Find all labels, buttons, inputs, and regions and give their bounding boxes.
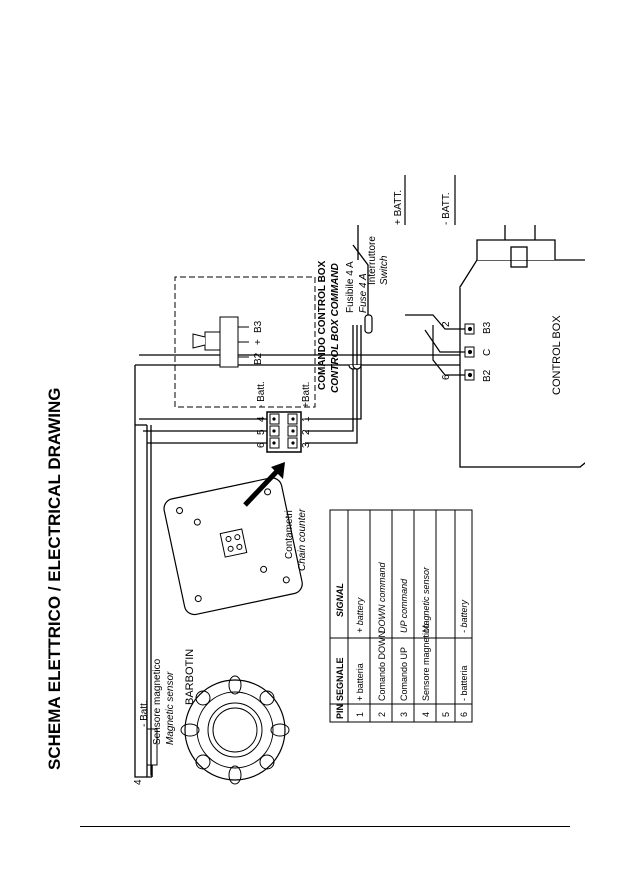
control-box	[459, 239, 596, 468]
table-cell: 3	[399, 712, 409, 717]
control-box-terminals	[464, 323, 475, 381]
fuse-label-it: Fusibile 4 A	[345, 261, 356, 313]
table-header-segnale: SEGNALE	[335, 657, 345, 701]
switch	[352, 225, 369, 315]
command-terminal-label: B2	[253, 352, 264, 365]
barbotin-wheel	[180, 675, 290, 785]
sensor-pin-number: 4	[133, 779, 144, 785]
table-cell: DOWN command	[377, 561, 387, 633]
footer-rule	[80, 826, 570, 827]
fuse-label-en: Fuse 4 A	[358, 273, 369, 313]
control-box-wire-number: 2	[441, 321, 452, 327]
command-box-label-en: CONTROL BOX COMMAND	[330, 263, 341, 393]
table-cell: Magnetic sensor	[421, 566, 431, 633]
table-cell: Comando UP	[399, 647, 409, 701]
wire-crossovers	[348, 364, 362, 370]
chain-counter-label-it: Contametri	[284, 510, 295, 559]
rotated-drawing: SCHEMA ELETTRICO / ELECTRICAL DRAWING PI…	[35, 175, 629, 785]
table-header-pin: PIN	[335, 704, 345, 719]
switch-label-en: Switch	[379, 255, 390, 285]
table-cell: 4	[421, 712, 431, 717]
battery-plus-label: + BATT.	[393, 190, 404, 225]
control-box-terminal-label: B2	[482, 369, 493, 382]
connector-pin-label: 2	[301, 429, 312, 435]
table-cell: 5	[441, 712, 451, 717]
magnetic-sensor	[146, 728, 158, 777]
chain-counter-connector	[266, 411, 302, 453]
page-title: SCHEMA ELETTRICO / ELECTRICAL DRAWING	[45, 388, 64, 771]
chain-counter-label-en: Chain counter	[297, 508, 308, 571]
table-cell: 6	[459, 712, 469, 717]
control-box-command	[174, 276, 316, 408]
table-cell: - battery	[459, 599, 469, 633]
table-cell: + batteria	[355, 663, 365, 701]
table-cell: Comando DOWN	[377, 631, 387, 701]
table-cell: 1	[355, 712, 365, 717]
command-terminal-label: B3	[253, 320, 264, 333]
connector-minus-batt: - Batt.	[256, 381, 267, 408]
connector-arrow	[243, 462, 285, 507]
table-cell: + battery	[355, 597, 365, 633]
pin-table: PIN SEGNALE SIGNAL 1 + batteria + batter…	[329, 509, 473, 723]
command-terminal-label: +	[253, 339, 264, 345]
fuse	[364, 314, 373, 334]
sensor-label-en: Magnetic sensor	[165, 671, 176, 745]
switch-label-it: Interruttore	[367, 236, 378, 285]
sensor-minus-batt: - Batt.	[139, 700, 150, 727]
table-cell: Sensore magnetico	[421, 623, 431, 701]
control-box-terminal-label: C	[482, 349, 493, 356]
barbotin-label: BARBOTIN	[184, 649, 196, 705]
wiring-diagram: SCHEMA ELETTRICO / ELECTRICAL DRAWING PI…	[45, 175, 596, 785]
control-box-label: CONTROL BOX	[551, 315, 563, 395]
table-cell: UP command	[399, 578, 409, 633]
sensor-label-it: Sensore magnetico	[152, 658, 163, 745]
table-cell: 2	[377, 712, 387, 717]
table-cell: - batteria	[459, 665, 469, 701]
control-box-terminal-label: B3	[482, 321, 493, 334]
battery-minus-label: - BATT.	[441, 192, 452, 225]
control-box-wire-number: 6	[441, 374, 452, 380]
command-box-label-it: COMANDO CONTROL BOX	[317, 260, 328, 390]
table-header-signal: SIGNAL	[335, 583, 345, 617]
control-box-wires	[405, 314, 465, 376]
connector-plus-batt: +Batt.	[301, 382, 312, 408]
connector-pin-label: 5	[256, 429, 267, 435]
connector-pin-label: 3	[301, 442, 312, 448]
chain-counter	[163, 477, 303, 616]
connector-pin-label: 6	[256, 442, 267, 448]
